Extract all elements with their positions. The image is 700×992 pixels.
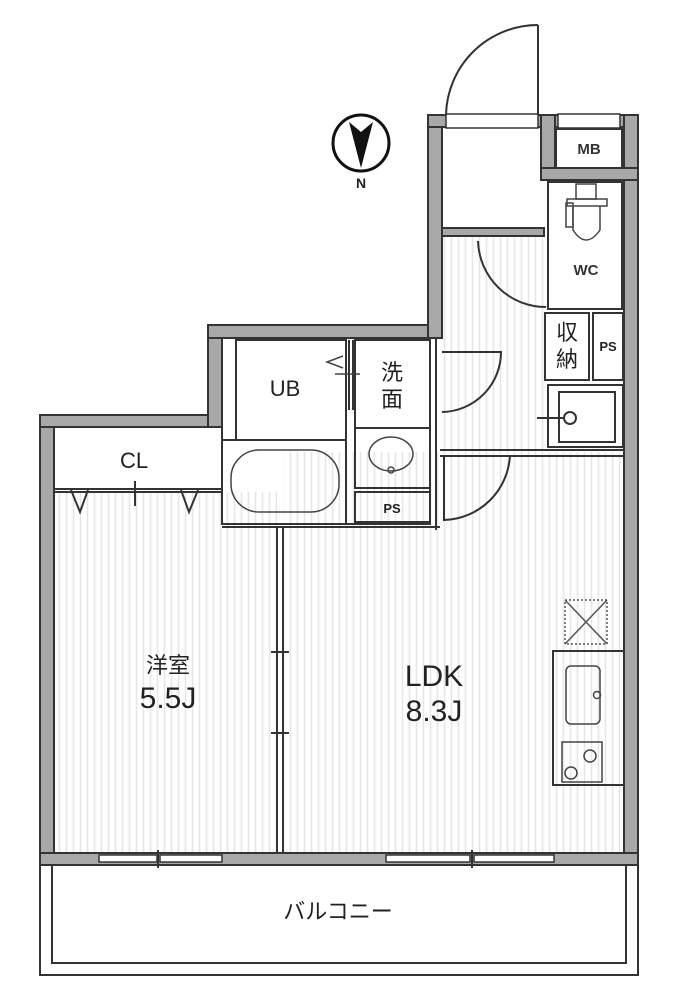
balcony <box>39 864 639 976</box>
washing-machine-area <box>547 384 624 448</box>
ps-right-box <box>592 312 624 381</box>
toilet-door <box>477 240 547 308</box>
unit-bath-label: UB <box>270 376 301 401</box>
compass-label: N <box>356 175 366 191</box>
ps-bath-label: PS <box>383 501 401 516</box>
western-room-size: 5.5J <box>140 682 197 715</box>
meter-box <box>555 128 623 169</box>
windows <box>98 850 555 868</box>
ps-right-label: PS <box>599 339 617 354</box>
ldk-door <box>443 454 511 522</box>
closet-doors-icon <box>70 481 199 515</box>
range-hood-icon <box>564 599 608 645</box>
washroom-label-2: 面 <box>381 388 403 413</box>
storage-box <box>544 312 590 381</box>
ps-bath-box <box>354 491 431 523</box>
storage-label-2: 納 <box>556 348 578 373</box>
sink-icon <box>368 436 414 472</box>
meter-box-label: MB <box>577 141 600 158</box>
compass-icon: N <box>331 113 391 191</box>
storage-label-1: 収 <box>556 321 578 346</box>
washing-machine-icon <box>558 391 616 443</box>
balcony-label: バルコニー <box>283 900 393 925</box>
toilet-icon <box>565 183 608 241</box>
western-room-floor <box>55 492 277 854</box>
closet <box>53 426 223 490</box>
ldk-size: 8.3J <box>406 695 463 728</box>
toilet-room <box>547 181 623 310</box>
ldk-name: LDK <box>405 660 463 693</box>
entrance-door <box>445 24 539 116</box>
bathtub-icon <box>230 449 340 513</box>
room-divider <box>271 528 289 853</box>
kitchen <box>552 599 625 786</box>
washroom-door <box>441 351 503 413</box>
washroom-label-1: 洗 <box>381 361 403 386</box>
toilet-label: WC <box>574 262 599 279</box>
hallway-floor <box>442 236 544 452</box>
ldk-floor <box>284 452 624 854</box>
western-room-name: 洋室 <box>146 654 190 679</box>
closet-label: CL <box>120 448 148 473</box>
stove-icon <box>561 741 603 783</box>
